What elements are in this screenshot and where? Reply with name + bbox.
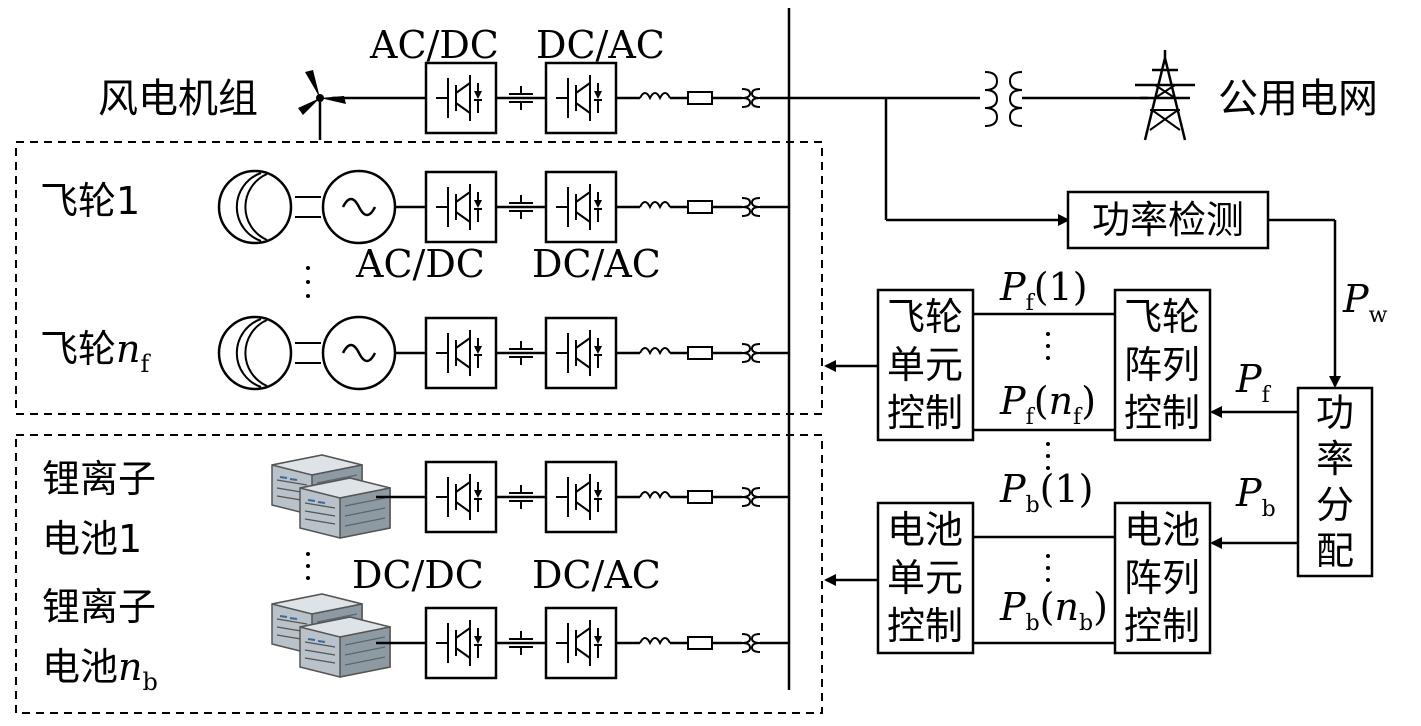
battery-ctrl-ellipsis bbox=[1046, 554, 1050, 582]
wind-filter-inductor bbox=[639, 92, 671, 99]
flywheel-unit-ctrl-line-3: 控制 bbox=[887, 391, 963, 435]
pf-n-signal-label: Pf(nf) bbox=[999, 379, 1096, 430]
battery-n-inductor bbox=[639, 637, 671, 644]
battery-n-transformer-icon bbox=[741, 633, 761, 653]
flywheel-dcac-label: DC/AC bbox=[532, 242, 661, 286]
battery-array-ctrl-line-3: 控制 bbox=[1124, 604, 1200, 648]
pb-n-signal-label: Pb(nb) bbox=[999, 585, 1108, 636]
flywheel-unit-ctrl-line-1: 飞轮 bbox=[887, 295, 963, 339]
power-alloc-char-2: 率 bbox=[1316, 437, 1354, 481]
wind-turbine-icon bbox=[298, 70, 346, 140]
wind-acdc-converter bbox=[424, 61, 498, 135]
flywheel-group-frame bbox=[15, 141, 823, 415]
battery-n-dcac-converter bbox=[544, 606, 618, 680]
flywheel-1-motor-icon bbox=[217, 169, 397, 245]
battery-unit-ctrl-line-2: 单元 bbox=[887, 556, 963, 600]
flywheel-array-ctrl-line-2: 阵列 bbox=[1124, 343, 1200, 387]
power-detect-label: 功率检测 bbox=[1092, 198, 1244, 242]
battery-n-label-line1: 锂离子 bbox=[42, 585, 156, 629]
power-alloc-char-1: 功 bbox=[1316, 391, 1354, 435]
flywheel-1-inductor bbox=[639, 201, 671, 208]
battery-array-ctrl-line-1: 电池 bbox=[1124, 508, 1200, 552]
pb-signal-label: Pb bbox=[1235, 471, 1276, 522]
flywheel-acdc-label: AC/DC bbox=[355, 242, 485, 286]
flywheel-n-dcac-converter bbox=[544, 316, 618, 390]
flywheel-n-acdc-converter bbox=[424, 316, 498, 390]
flywheel-n-inductor bbox=[639, 347, 671, 354]
battery-pack-nb-icon bbox=[299, 616, 391, 678]
battery-1-label-line1: 锂离子 bbox=[42, 457, 156, 501]
flywheel-array-ctrl-line-3: 控制 bbox=[1124, 391, 1200, 435]
wind-acdc-label: AC/DC bbox=[369, 23, 499, 67]
flywheel-1-resistor bbox=[687, 200, 713, 214]
flywheel-1-transformer-icon bbox=[741, 197, 761, 217]
battery-1-label-line2: 电池1 bbox=[42, 517, 142, 561]
battery-n-dcdc-converter bbox=[424, 606, 498, 680]
battery-1-inductor bbox=[639, 491, 671, 498]
pw-signal-label: Pw bbox=[1342, 277, 1388, 328]
power-detect-block bbox=[1066, 190, 1270, 250]
grid-label: 公用电网 bbox=[1218, 76, 1378, 122]
flywheel-1-dcac-converter bbox=[544, 170, 618, 244]
flywheel-unit-ctrl-line-2: 单元 bbox=[887, 343, 963, 387]
battery-group-frame bbox=[15, 434, 823, 714]
grid-transformer-icon bbox=[984, 71, 1023, 127]
flywheel-n-label: 飞轮nf bbox=[40, 327, 152, 378]
battery-pack-1b-icon bbox=[299, 477, 391, 539]
flywheel-n-transformer-icon bbox=[741, 343, 761, 363]
battery-1-resistor bbox=[687, 490, 713, 504]
flywheel-n-motor-icon bbox=[217, 315, 397, 391]
flywheel-n-resistor bbox=[687, 346, 713, 360]
battery-dcac-label: DC/AC bbox=[532, 553, 661, 597]
flywheel-unit-ctrl-block bbox=[876, 288, 975, 442]
power-alloc-char-3: 分 bbox=[1316, 483, 1354, 527]
pf-1-signal-label: Pf(1) bbox=[999, 265, 1088, 316]
wind-transformer-icon bbox=[741, 88, 761, 108]
flywheel-ellipsis bbox=[306, 266, 310, 298]
battery-n-label-line2: 电池nb bbox=[42, 645, 158, 696]
battery-dcdc-label: DC/DC bbox=[352, 553, 484, 597]
flywheel-1-acdc-converter bbox=[424, 170, 498, 244]
battery-1-dcdc-converter bbox=[424, 460, 498, 534]
flywheel-ctrl-ellipsis bbox=[1046, 332, 1050, 470]
transmission-tower-icon bbox=[1135, 50, 1195, 141]
flywheel-1-label: 飞轮1 bbox=[40, 179, 140, 223]
battery-1-transformer-icon bbox=[741, 487, 761, 507]
wind-dcac-converter bbox=[544, 61, 618, 135]
battery-unit-ctrl-line-1: 电池 bbox=[887, 508, 963, 552]
battery-array-ctrl-line-2: 阵列 bbox=[1124, 556, 1200, 600]
pf-signal-label: Pf bbox=[1235, 357, 1272, 408]
battery-unit-ctrl-line-3: 控制 bbox=[887, 604, 963, 648]
wind-unit-label: 风电机组 bbox=[98, 76, 258, 122]
battery-n-resistor bbox=[687, 636, 713, 650]
power-alloc-char-4: 配 bbox=[1316, 529, 1354, 573]
flywheel-array-ctrl-block bbox=[1113, 288, 1212, 442]
wind-dcac-label: DC/AC bbox=[536, 23, 665, 67]
battery-unit-ctrl-block bbox=[876, 501, 975, 655]
pb-1-signal-label: Pb(1) bbox=[999, 467, 1094, 518]
wind-resistor bbox=[687, 91, 713, 105]
battery-array-ctrl-block bbox=[1113, 501, 1212, 655]
flywheel-array-ctrl-line-1: 飞轮 bbox=[1124, 295, 1200, 339]
power-alloc-block bbox=[1296, 386, 1374, 578]
battery-1-dcac-converter bbox=[544, 460, 618, 534]
battery-ellipsis bbox=[306, 552, 310, 580]
